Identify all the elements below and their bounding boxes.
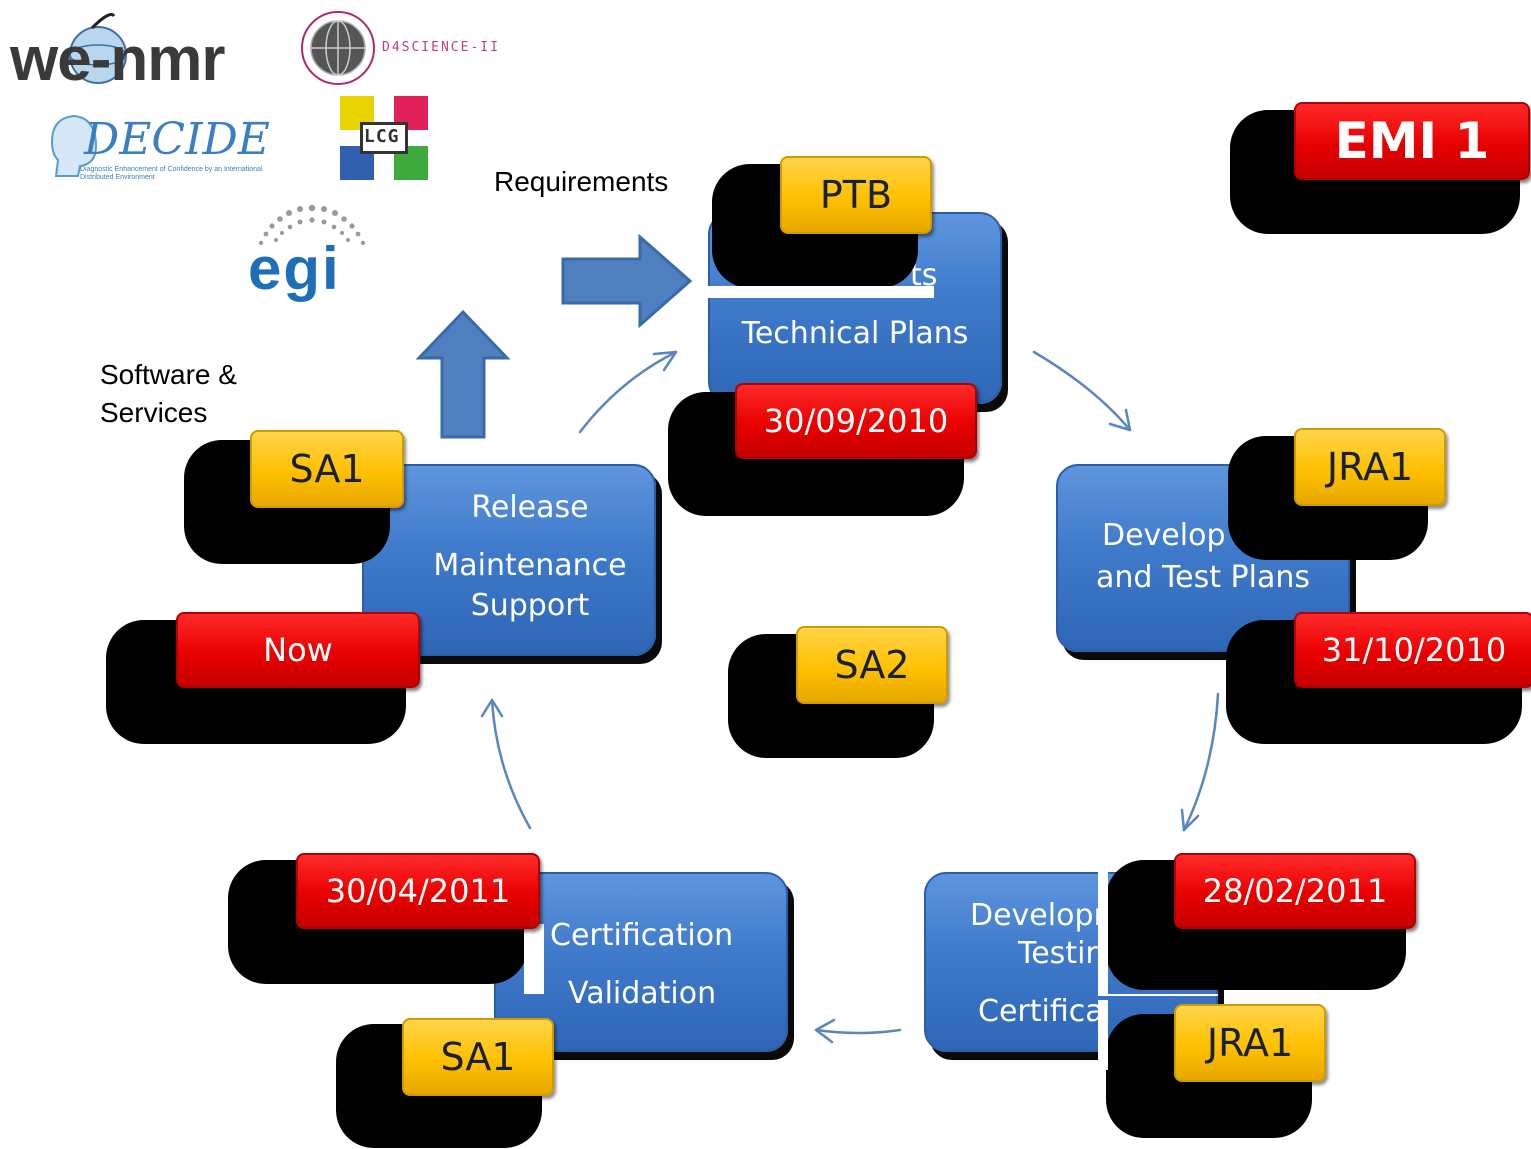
jra1-team-badge-development: JRA1 xyxy=(1174,1004,1326,1082)
release-box-line3: Support xyxy=(470,588,590,623)
d4science-globe-icon xyxy=(301,11,375,85)
release-date-badge: Now xyxy=(176,612,420,688)
wenmr-logo-text: we-nmr xyxy=(10,25,225,94)
globe-icon xyxy=(69,13,127,84)
arrow-release-to-requirements-icon xyxy=(578,350,678,434)
development-testing-box-line1: Developr xyxy=(970,898,1106,933)
arrow-development-to-certification-icon xyxy=(814,1028,902,1035)
requirements-date-badge: 30/09/2010 xyxy=(735,383,977,459)
certification-date-badge: 30/04/2011 xyxy=(296,853,540,929)
decide-logo: DECIDE Diagnostic Enhancement of Confide… xyxy=(44,108,284,188)
wenmr-logo: we-nmr xyxy=(8,10,278,100)
d4science-logo-text: D4SCIENCE-II xyxy=(382,40,500,55)
arrow-requirements-to-plans-icon xyxy=(1032,350,1132,432)
certification-box-line1: Certification xyxy=(550,918,734,953)
arrow-certification-to-release-icon xyxy=(490,698,532,830)
development-plans-box-line2: and Test Plans xyxy=(1095,560,1311,595)
emi-release-badge: EMI 1 xyxy=(1294,102,1530,180)
release-box-line2: Maintenance xyxy=(433,548,627,583)
egi-dots-icon xyxy=(258,204,366,246)
development-testing-box-line3: Certifica xyxy=(978,994,1104,1029)
certification-box-line2: Validation xyxy=(568,976,717,1011)
development-plans-date-badge: 31/10/2010 xyxy=(1294,612,1531,688)
requirements-box-line2: Technical Plans xyxy=(741,316,969,351)
lcg-logo-text: LCG xyxy=(364,126,400,147)
requirements-label: Requirements xyxy=(494,166,669,197)
arrow-plans-to-development-icon xyxy=(1182,692,1220,832)
sa1-team-badge-release: SA1 xyxy=(250,430,404,508)
development-testing-date-badge: 28/02/2011 xyxy=(1174,853,1416,929)
jra1-team-badge-plans: JRA1 xyxy=(1294,428,1446,506)
requirements-block-arrow-icon xyxy=(561,234,693,328)
sa1-team-badge-certification: SA1 xyxy=(402,1018,554,1096)
development-plans-box-line1: Develop xyxy=(1102,518,1226,553)
decide-caption: Diagnostic Enhancement of Confidence by … xyxy=(80,166,263,181)
lcg-logo: LCG xyxy=(340,96,428,182)
egi-logo: egi xyxy=(240,198,385,302)
d4science-logo: D4SCIENCE-II xyxy=(298,6,528,90)
software-block-arrow-icon xyxy=(415,309,511,439)
release-box-line1: Release xyxy=(471,490,589,525)
decide-logo-text: DECIDE xyxy=(84,114,270,165)
development-testing-box-line2: Testir xyxy=(1018,936,1098,971)
ptb-team-badge: PTB xyxy=(780,156,932,234)
sa2-team-badge: SA2 xyxy=(796,626,948,704)
software-services-label: Software & Services xyxy=(100,359,237,428)
egi-logo-text: egi xyxy=(248,235,341,302)
head-icon xyxy=(50,114,98,177)
